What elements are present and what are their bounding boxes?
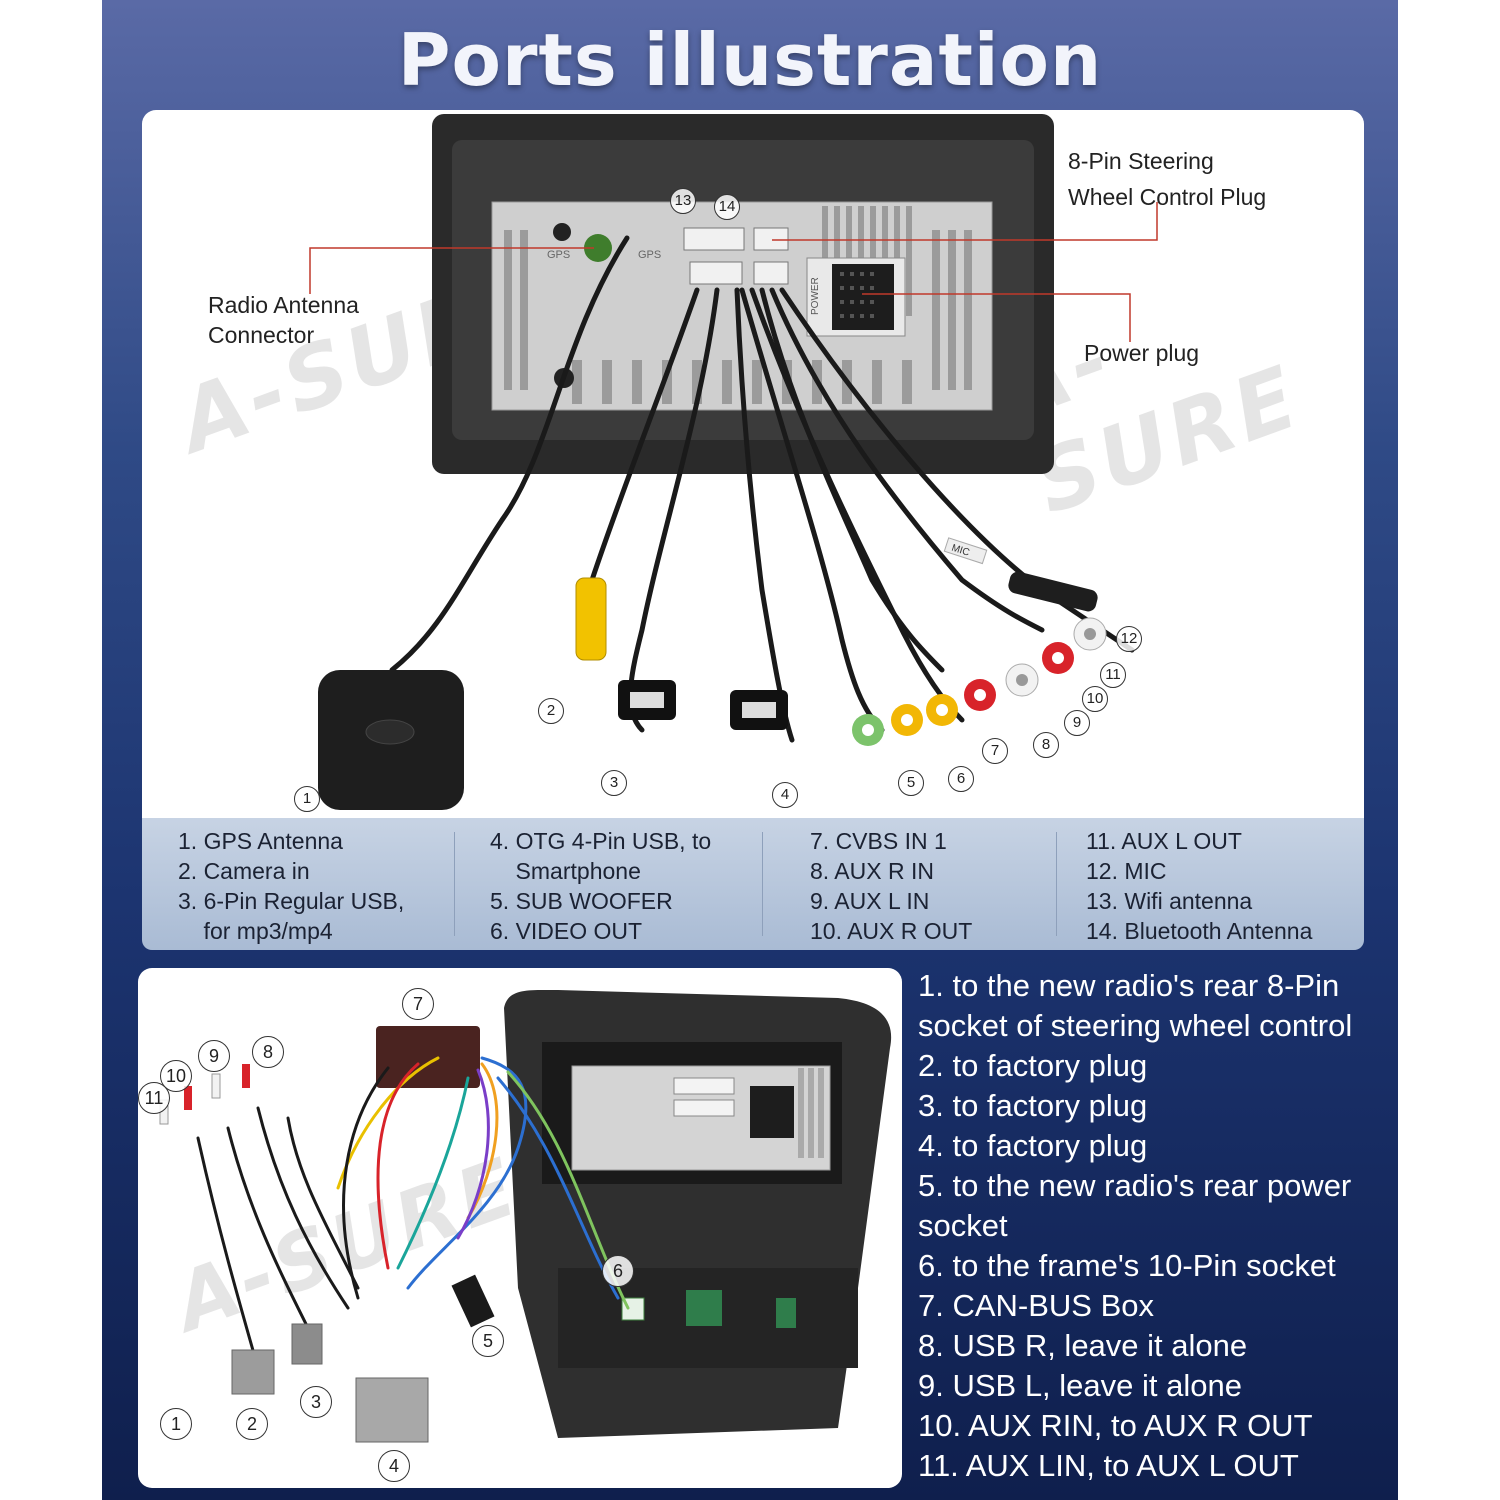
gps-port-label-right: GPS bbox=[638, 249, 661, 261]
legend-divider bbox=[1056, 832, 1057, 936]
legend-item: 7. CVBS IN 1 bbox=[810, 828, 947, 854]
harness-number-3: 3 bbox=[300, 1386, 332, 1418]
poster: Ports illustration A-SURE A-SURE bbox=[102, 0, 1398, 1500]
power-socket-label: POWER bbox=[810, 277, 821, 315]
legend-item: 2. Camera in bbox=[178, 858, 310, 884]
harness-number-8: 8 bbox=[252, 1036, 284, 1068]
instruction-line: 7. CAN-BUS Box bbox=[918, 1288, 1155, 1323]
port-number-11: 11 bbox=[1100, 662, 1126, 688]
legend-column-3: 7. CVBS IN 1 8. AUX R IN 9. AUX L IN 10.… bbox=[810, 826, 972, 946]
wiring-harness-illustration bbox=[159, 989, 892, 1443]
port-number-9: 9 bbox=[1064, 710, 1090, 736]
legend-column-1: 1. GPS Antenna 2. Camera in 3. 6-Pin Reg… bbox=[178, 826, 404, 946]
port-number-10: 10 bbox=[1082, 686, 1108, 712]
harness-number-6: 6 bbox=[602, 1255, 634, 1287]
instruction-line: 1. to the new radio's rear 8-Pin bbox=[918, 968, 1340, 1003]
legend-item: 13. Wifi antenna bbox=[1086, 888, 1253, 914]
steering-plug-callout: 8-Pin Steering Wheel Control Plug bbox=[1068, 146, 1266, 212]
legend-item: 4. OTG 4-Pin USB, to bbox=[490, 828, 712, 854]
harness-number-1: 1 bbox=[160, 1408, 192, 1440]
legend-item: for mp3/mp4 bbox=[178, 918, 333, 944]
head-unit-rear-illustration: GPS GPS POWER bbox=[309, 114, 1158, 810]
port-number-3: 3 bbox=[601, 770, 627, 796]
harness-number-7: 7 bbox=[402, 988, 434, 1020]
instruction-line: 2. to factory plug bbox=[918, 1048, 1148, 1083]
legend-item: Smartphone bbox=[490, 858, 641, 884]
port-number-14: 14 bbox=[714, 194, 740, 220]
instruction-line: 6. to the frame's 10-Pin socket bbox=[918, 1248, 1336, 1283]
instruction-line: socket bbox=[918, 1208, 1008, 1243]
legend-item: 14. Bluetooth Antenna bbox=[1086, 918, 1313, 944]
instruction-line: 9. USB L, leave it alone bbox=[918, 1368, 1242, 1403]
legend-item: 9. AUX L IN bbox=[810, 888, 930, 914]
legend-divider bbox=[762, 832, 763, 936]
legend-item: 5. SUB WOOFER bbox=[490, 888, 673, 914]
instruction-line: 11. AUX LIN, to AUX L OUT bbox=[918, 1448, 1299, 1483]
harness-number-2: 2 bbox=[236, 1408, 268, 1440]
instruction-line: socket of steering wheel control bbox=[918, 1008, 1353, 1043]
harness-number-11: 11 bbox=[138, 1082, 170, 1114]
page-title: Ports illustration bbox=[397, 18, 1103, 102]
port-number-7: 7 bbox=[982, 738, 1008, 764]
wiring-photo-panel: A-SURE bbox=[138, 968, 902, 1488]
antenna-callout: Radio Antenna Connector bbox=[208, 290, 359, 350]
antenna-line1: Radio Antenna bbox=[208, 292, 359, 318]
instruction-line: 4. to factory plug bbox=[918, 1128, 1148, 1163]
port-number-2: 2 bbox=[538, 698, 564, 724]
legend-column-4: 11. AUX L OUT 12. MIC 13. Wifi antenna 1… bbox=[1086, 826, 1312, 946]
port-number-8: 8 bbox=[1033, 732, 1059, 758]
port-number-12: 12 bbox=[1116, 626, 1142, 652]
instruction-line: 8. USB R, leave it alone bbox=[918, 1328, 1248, 1363]
harness-number-4: 4 bbox=[378, 1450, 410, 1482]
ports-photo-panel: A-SURE A-SURE bbox=[142, 110, 1364, 818]
legend-item: 1. GPS Antenna bbox=[178, 828, 343, 854]
steering-plug-line2: Wheel Control Plug bbox=[1068, 184, 1267, 210]
legend-column-2: 4. OTG 4-Pin USB, to Smartphone 5. SUB W… bbox=[490, 826, 711, 946]
legend-item: 11. AUX L OUT bbox=[1086, 828, 1242, 854]
port-number-13: 13 bbox=[670, 188, 696, 214]
harness-number-9: 9 bbox=[198, 1040, 230, 1072]
ports-legend: 1. GPS Antenna 2. Camera in 3. 6-Pin Reg… bbox=[142, 818, 1364, 950]
legend-item: 3. 6-Pin Regular USB, bbox=[178, 888, 405, 914]
port-number-6: 6 bbox=[948, 766, 974, 792]
port-number-5: 5 bbox=[898, 770, 924, 796]
legend-item: 10. AUX R OUT bbox=[810, 918, 973, 944]
instruction-line: 5. to the new radio's rear power bbox=[918, 1168, 1352, 1203]
legend-divider bbox=[454, 832, 455, 936]
port-number-1: 1 bbox=[294, 786, 320, 812]
harness-number-5: 5 bbox=[472, 1325, 504, 1357]
antenna-line2: Connector bbox=[208, 322, 315, 348]
power-plug-callout: Power plug bbox=[1084, 340, 1200, 366]
gps-port-label-left: GPS bbox=[547, 249, 570, 261]
legend-item: 6. VIDEO OUT bbox=[490, 918, 643, 944]
wiring-instructions: 1. to the new radio's rear 8-Pin socket … bbox=[918, 966, 1398, 1486]
legend-item: 12. MIC bbox=[1086, 858, 1167, 884]
instruction-line: 3. to factory plug bbox=[918, 1088, 1148, 1123]
port-number-4: 4 bbox=[772, 782, 798, 808]
instruction-line: 10. AUX RIN, to AUX R OUT bbox=[918, 1408, 1313, 1443]
mic-cable-tag: MIC bbox=[950, 543, 971, 559]
legend-item: 8. AUX R IN bbox=[810, 858, 934, 884]
steering-plug-line1: 8-Pin Steering bbox=[1068, 148, 1214, 174]
